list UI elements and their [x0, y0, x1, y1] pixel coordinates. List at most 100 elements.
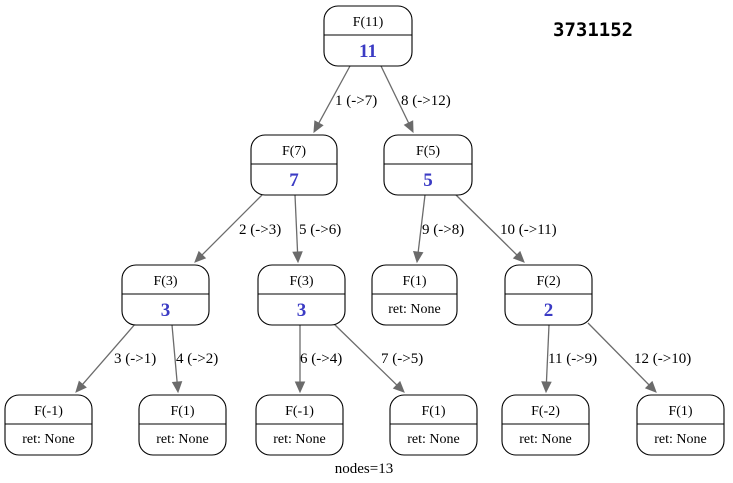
edge-arrowhead	[512, 250, 525, 263]
node-box	[257, 264, 346, 326]
node-title: F(3)	[153, 274, 177, 289]
edge-line	[455, 194, 518, 256]
edge-label: 4 (->2)	[176, 351, 218, 367]
edge-arrowhead	[403, 120, 414, 134]
edges-layer: 1 (->7) 8 (->12) 2 (->3) 5 (->6) 9 (->8) 10 (…	[75, 65, 691, 394]
nodes-layer: F(11)11F(7)7F(5)5F(3)3F(3)3F(1)ret: None…	[4, 5, 725, 456]
node-title: F(1)	[421, 404, 445, 419]
node-value: 5	[423, 170, 433, 191]
edge-arrowhead	[392, 380, 405, 393]
node-box	[255, 394, 344, 456]
edge-n2-n1d: 12 (->10)	[587, 322, 691, 393]
node-count: nodes=13	[335, 461, 393, 477]
edge-line	[294, 194, 299, 253]
node-box	[383, 134, 473, 196]
edge-n3b-n1c: 7 (->5)	[332, 322, 423, 393]
edge-label: 7 (->5)	[381, 351, 423, 367]
edge-label: 5 (->6)	[299, 222, 341, 238]
node-n3a: F(3) 3	[121, 264, 210, 326]
node-title: F(-1)	[34, 404, 63, 419]
edge-arrowhead	[292, 251, 303, 264]
edge-line	[82, 322, 137, 385]
node-value: 3	[297, 300, 307, 321]
node-box	[389, 394, 478, 456]
edge-label: 3 (->1)	[114, 351, 156, 367]
node-value: 7	[289, 170, 299, 191]
node-box	[138, 394, 227, 456]
edge-line	[587, 322, 650, 386]
edge-n3a-n1b: 4 (->2)	[171, 324, 218, 394]
node-value: 11	[359, 41, 377, 62]
edge-arrowhead	[541, 381, 552, 394]
edge-label: 8 (->12)	[401, 93, 451, 109]
edge-line	[318, 65, 351, 124]
node-title: F(3)	[289, 274, 313, 289]
edge-arrowhead	[294, 381, 306, 394]
node-box	[636, 394, 725, 456]
node-box	[121, 264, 210, 326]
node-value: 3	[161, 300, 171, 321]
node-box	[501, 394, 590, 456]
edge-arrowhead	[644, 380, 657, 393]
edge-n7-n3b: 5 (->6)	[292, 194, 341, 264]
node-return: ret: None	[388, 302, 440, 317]
edge-n3a-nm1a: 3 (->1)	[75, 322, 156, 393]
edge-arrowhead	[413, 250, 424, 264]
node-n5: F(5)5	[383, 134, 473, 196]
edge-label: 12 (->10)	[634, 351, 691, 367]
edge-line	[171, 324, 178, 383]
edge-line	[417, 194, 426, 253]
node-return: ret: None	[22, 432, 74, 447]
node-box	[323, 5, 413, 67]
edge-label: 11 (->9)	[548, 351, 597, 367]
node-title: F(1)	[402, 274, 426, 289]
node-box	[250, 134, 338, 196]
edge-n2-nm2: 11 (->9)	[541, 324, 597, 394]
node-return: ret: None	[407, 432, 459, 447]
edge-arrowhead	[75, 380, 87, 393]
edge-n3b-nm1b: 6 (->4)	[294, 325, 342, 394]
node-title: F(7)	[282, 144, 306, 159]
edge-n5-n1a: 9 (->8)	[413, 194, 464, 264]
edge-line	[201, 194, 263, 256]
node-return: ret: None	[273, 432, 325, 447]
edge-n5-n2: 10 (->11)	[455, 194, 557, 263]
node-n7: F(7) 7	[250, 134, 338, 196]
node-nm2: F(-2) ret: None	[501, 394, 590, 456]
node-n1b: F(1) ret: None	[138, 394, 227, 456]
edge-label: 9 (->8)	[422, 222, 464, 238]
node-value: 2	[544, 300, 554, 321]
node-return: ret: None	[519, 432, 571, 447]
node-title: F(2)	[536, 274, 560, 289]
node-box	[371, 264, 458, 326]
edge-label: 2 (->3)	[239, 222, 281, 238]
edge-arrowhead	[194, 250, 207, 263]
node-n1d: F(1) ret: None	[636, 394, 725, 456]
diagram-id: 3731152	[553, 19, 633, 41]
node-nm1a: F(-1) ret: None	[4, 394, 93, 456]
edge-n7-n3a: 2 (->3)	[194, 194, 281, 263]
edge-line	[332, 322, 398, 386]
edge-arrowhead	[313, 120, 324, 134]
edge-arrowhead	[171, 381, 183, 394]
edge-label: 1 (->7)	[335, 93, 377, 109]
node-title: F(1)	[668, 404, 692, 419]
node-box	[4, 394, 93, 456]
node-n2: F(2) 2	[504, 264, 593, 326]
node-return: ret: None	[654, 432, 706, 447]
edge-n11-n5: 8 (->12)	[380, 65, 451, 134]
node-title: F(1)	[170, 404, 194, 419]
node-nm1b: F(-1) ret: None	[255, 394, 344, 456]
edge-label: 10 (->11)	[500, 222, 557, 238]
node-title: F(-1)	[285, 404, 314, 419]
node-n11: F(11) 11	[323, 5, 413, 67]
edge-line	[380, 65, 410, 124]
node-box	[504, 264, 593, 326]
edge-n11-n7: 1 (->7)	[313, 65, 377, 134]
node-n3b: F(3) 3	[257, 264, 346, 326]
edge-line	[545, 324, 550, 383]
node-return: ret: None	[156, 432, 208, 447]
node-title: F(-2)	[531, 404, 560, 419]
node-title: F(11)	[353, 15, 384, 30]
